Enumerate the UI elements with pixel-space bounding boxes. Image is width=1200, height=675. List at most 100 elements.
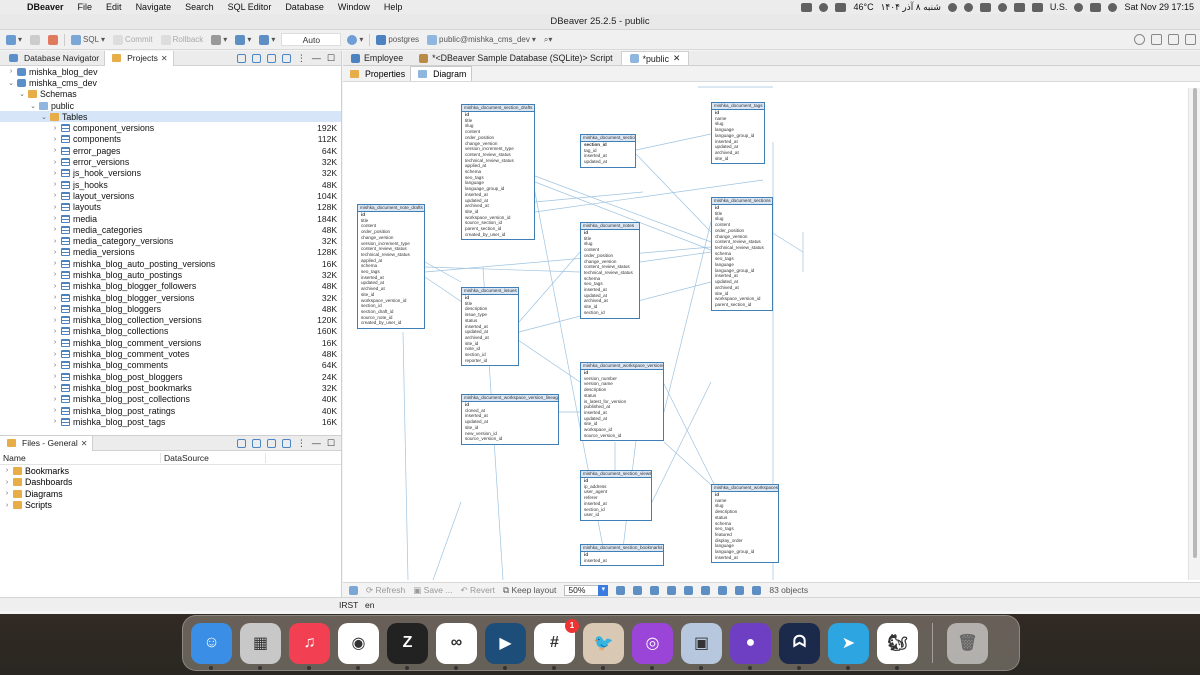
chevron-right-icon[interactable]: › bbox=[53, 384, 57, 392]
chevron-down-icon[interactable]: ▾ bbox=[598, 584, 609, 596]
dock-app-slack[interactable]: #1 bbox=[534, 618, 579, 670]
erd-entity[interactable]: mishka_document_section_tagssection_idta… bbox=[580, 134, 636, 168]
dock-app-trash[interactable]: 🗑 bbox=[947, 622, 988, 664]
chevron-right-icon[interactable]: › bbox=[53, 192, 57, 200]
chevron-right-icon[interactable]: › bbox=[53, 316, 57, 324]
battery-icon[interactable] bbox=[1013, 2, 1025, 12]
print-icon[interactable] bbox=[718, 585, 728, 595]
dock-app-finder[interactable]: ☺ bbox=[191, 622, 232, 670]
status-icon[interactable] bbox=[947, 2, 957, 12]
persian-date[interactable]: شنبه ۸ آذر ۱۴۰۴ bbox=[880, 1, 941, 12]
chevron-right-icon[interactable]: › bbox=[53, 271, 57, 279]
input-source[interactable]: U.S. bbox=[1049, 2, 1068, 12]
chevron-right-icon[interactable]: › bbox=[53, 248, 57, 256]
chevron-right-icon[interactable]: › bbox=[53, 124, 57, 132]
chevron-right-icon[interactable]: › bbox=[5, 478, 9, 486]
relationship-line[interactable] bbox=[534, 175, 712, 243]
chevron-down-icon[interactable]: ⌄ bbox=[41, 113, 47, 121]
status-icon[interactable] bbox=[997, 2, 1007, 12]
gear-icon[interactable] bbox=[752, 585, 762, 595]
chevron-right-icon[interactable]: › bbox=[53, 294, 57, 302]
align-icon[interactable] bbox=[701, 585, 711, 595]
dock-app-squirrel[interactable]: 🐿 bbox=[877, 622, 918, 670]
zoom-select[interactable]: 50%▾ bbox=[564, 584, 609, 596]
relationship-line[interactable] bbox=[663, 221, 712, 413]
scrollbar-thumb[interactable] bbox=[1193, 88, 1197, 558]
menu-file[interactable]: File bbox=[77, 2, 93, 12]
database-perspective-icon[interactable] bbox=[1168, 34, 1179, 45]
status-icon[interactable] bbox=[819, 2, 829, 12]
menu-help[interactable]: Help bbox=[383, 2, 403, 12]
dock-app-gitify[interactable]: ∞ bbox=[436, 622, 477, 670]
chevron-right-icon[interactable]: › bbox=[5, 467, 9, 475]
input-flag-icon[interactable] bbox=[1031, 2, 1043, 12]
relationship-line[interactable] bbox=[651, 381, 712, 503]
chevron-right-icon[interactable]: › bbox=[53, 158, 57, 166]
siri-icon[interactable] bbox=[1108, 2, 1118, 12]
chevron-right-icon[interactable]: › bbox=[53, 339, 57, 347]
tab-files[interactable]: Files - General✕ bbox=[0, 435, 94, 451]
commit-button[interactable]: Commit bbox=[111, 34, 155, 46]
menu-database[interactable]: Database bbox=[285, 2, 324, 12]
dbeaver-perspective-icon[interactable] bbox=[1185, 34, 1196, 45]
chevron-right-icon[interactable]: › bbox=[53, 135, 57, 143]
chevron-right-icon[interactable]: › bbox=[53, 350, 57, 358]
zoom-out-icon[interactable] bbox=[633, 585, 643, 595]
search-icon[interactable]: ⌕▾ bbox=[543, 34, 553, 44]
explain-icon[interactable]: ▾ bbox=[257, 34, 277, 46]
close-icon[interactable]: ✕ bbox=[672, 53, 681, 63]
chevron-right-icon[interactable]: › bbox=[5, 490, 9, 498]
add-icon[interactable] bbox=[266, 438, 276, 448]
new-connection-button[interactable]: ▾ bbox=[4, 34, 24, 46]
chevron-right-icon[interactable]: › bbox=[53, 169, 57, 177]
relationship-line[interactable] bbox=[518, 251, 581, 323]
zoom-in-icon[interactable] bbox=[616, 585, 626, 595]
relationship-line[interactable] bbox=[534, 181, 712, 251]
chevron-right-icon[interactable]: › bbox=[53, 181, 57, 189]
chevron-right-icon[interactable]: › bbox=[53, 203, 57, 211]
files-item[interactable]: ›Dashboards bbox=[0, 477, 341, 489]
chevron-right-icon[interactable]: › bbox=[53, 147, 57, 155]
new-folder-icon[interactable] bbox=[236, 53, 246, 63]
erd-entity[interactable]: mishka_document_workspace_version_lineag… bbox=[461, 394, 559, 445]
status-icon[interactable] bbox=[979, 2, 991, 12]
tab-diagram[interactable]: Diagram bbox=[410, 66, 473, 81]
view-menu-icon[interactable]: ⋮ bbox=[296, 437, 306, 448]
dock-app-ghostty[interactable]: ᗣ bbox=[779, 622, 820, 670]
dock-app-podcasts[interactable]: ◎ bbox=[632, 622, 673, 670]
temperature[interactable]: 46°C bbox=[853, 2, 874, 12]
relationship-line[interactable] bbox=[635, 153, 712, 233]
files-item[interactable]: ›Diagrams bbox=[0, 488, 341, 500]
chevron-right-icon[interactable]: › bbox=[53, 418, 57, 426]
menu-navigate[interactable]: Navigate bbox=[135, 2, 172, 12]
files-item[interactable]: ›Bookmarks bbox=[0, 465, 341, 477]
perspective-icon[interactable] bbox=[1151, 34, 1162, 45]
collapse-icon[interactable] bbox=[281, 438, 291, 448]
save-button[interactable]: ▣ Save ... bbox=[413, 584, 453, 595]
tab-database-navigator[interactable]: Database Navigator bbox=[2, 51, 104, 66]
relationship-line[interactable] bbox=[424, 246, 712, 273]
column-datasource[interactable]: DataSource bbox=[161, 452, 266, 463]
chevron-right-icon[interactable]: › bbox=[53, 305, 57, 313]
files-item[interactable]: ›Scripts bbox=[0, 500, 341, 512]
